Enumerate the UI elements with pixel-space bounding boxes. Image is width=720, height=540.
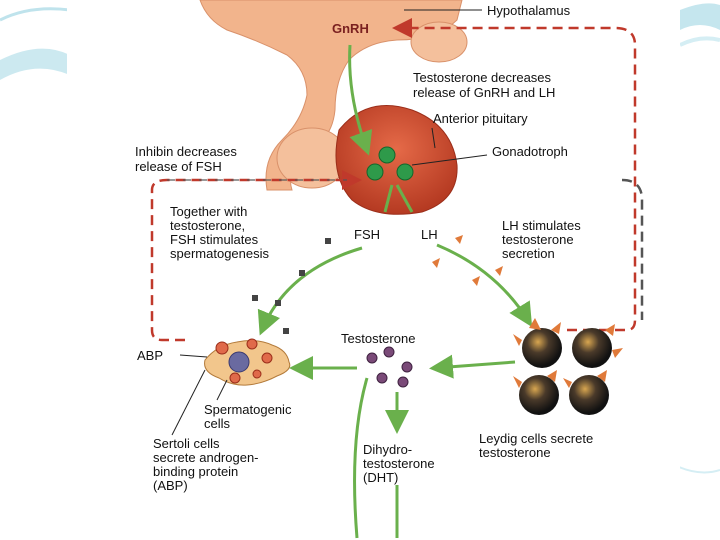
label-gonadotroph: Gonadotroph xyxy=(492,144,568,159)
fsh-marker xyxy=(325,238,331,244)
slide-swirl-right xyxy=(680,3,720,31)
leydig-to-testosterone-arrow xyxy=(429,354,516,379)
hypothalamus-lobe xyxy=(410,21,468,63)
spermatogenic-cell xyxy=(246,338,258,350)
label-sertoli-2: secrete androgen- xyxy=(153,450,259,465)
testosterone-molecule xyxy=(376,372,388,384)
label-together-2: testosterone, xyxy=(170,218,246,233)
spermatogenic-cell xyxy=(252,369,262,379)
lh-marker xyxy=(455,235,463,244)
testosterone-down-arrow xyxy=(353,377,369,539)
leader-anterior-pituitary xyxy=(431,127,436,149)
label-fsh: FSH xyxy=(354,227,380,242)
testosterone-feedback-loop xyxy=(392,18,637,332)
label-sertoli-3: binding protein xyxy=(153,464,239,479)
label-spermatogenic-2: cells xyxy=(204,416,231,431)
fsh-marker xyxy=(252,295,258,301)
testosterone-molecule xyxy=(401,361,413,373)
label-together-4: spermatogenesis xyxy=(170,246,269,261)
label-testosterone: Testosterone xyxy=(341,331,416,346)
lh-marker xyxy=(495,266,503,276)
lh-arrow xyxy=(395,184,414,213)
label-lh-stim-3: secretion xyxy=(502,246,555,261)
label-hypothalamus: Hypothalamus xyxy=(487,3,571,18)
spermatogenic-cell xyxy=(261,352,273,364)
label-dht-1: Dihydro- xyxy=(363,442,413,457)
testosterone-molecule xyxy=(397,376,409,388)
gnrh-arrow xyxy=(348,44,373,156)
label-leydig-2: testosterone xyxy=(479,445,551,460)
gonadotroph-cell xyxy=(366,163,384,181)
slide-swirl-left xyxy=(0,48,70,80)
label-lh-stim-2: testosterone xyxy=(502,232,574,247)
leydig-cell xyxy=(563,370,609,415)
label-anterior-pituitary: Anterior pituitary xyxy=(433,111,528,126)
inhibin-feedback-loop xyxy=(150,170,362,342)
lh-marker xyxy=(472,276,480,286)
label-lh-stim-1: LH stimulates xyxy=(502,218,581,233)
spermatogenic-cell xyxy=(229,372,241,384)
label-testosterone-feedback-1: Testosterone decreases xyxy=(413,70,552,85)
slide-swirl-left-2 xyxy=(0,7,71,22)
label-together-3: FSH stimulates xyxy=(170,232,259,247)
slide-swirl-right-2 xyxy=(679,36,720,47)
label-testosterone-feedback-2: release of GnRH and LH xyxy=(413,85,556,100)
label-dht-2: testosterone xyxy=(363,456,435,471)
fsh-marker xyxy=(275,300,281,306)
leydig-cell xyxy=(513,318,562,368)
hormone-regulation-diagram: Hypothalamus GnRH Testosterone decreases… xyxy=(67,0,680,540)
lh-marker xyxy=(432,258,440,268)
leydig-cell xyxy=(572,324,623,368)
testosterone-molecule xyxy=(383,346,395,358)
spermatogenic-cell xyxy=(215,341,229,355)
leader-gonadotroph xyxy=(411,154,488,166)
label-inhibin-1: Inhibin decreases xyxy=(135,144,237,159)
leader-abp xyxy=(179,354,208,358)
diagram-artwork xyxy=(150,0,644,539)
leader-spermatogenic xyxy=(216,379,228,401)
lh-to-leydig-arrow xyxy=(436,243,533,328)
leydig-cell xyxy=(513,370,559,415)
label-gnrh: GnRH xyxy=(332,21,369,36)
label-spermatogenic-1: Spermatogenic xyxy=(204,402,292,417)
fsh-to-sertoli-arrow xyxy=(257,246,363,336)
label-leydig-1: Leydig cells secrete xyxy=(479,431,594,446)
testosterone-molecule xyxy=(366,352,378,364)
label-inhibin-2: release of FSH xyxy=(135,159,222,174)
leader-sertoli xyxy=(171,369,206,436)
label-dht-3: (DHT) xyxy=(363,470,399,485)
gonadotroph-cell xyxy=(396,163,414,181)
fsh-arrow xyxy=(383,184,394,213)
label-abp: ABP xyxy=(137,348,164,363)
label-sertoli-1: Sertoli cells xyxy=(153,436,220,451)
sertoli-nucleus xyxy=(228,351,250,373)
fsh-marker xyxy=(283,328,289,334)
label-together-1: Together with xyxy=(170,204,248,219)
label-sertoli-4: (ABP) xyxy=(153,478,188,493)
inhibin-feedback-outer xyxy=(621,178,644,320)
label-lh: LH xyxy=(421,227,438,242)
fsh-marker xyxy=(299,270,305,276)
gonadotroph-cell xyxy=(378,146,396,164)
